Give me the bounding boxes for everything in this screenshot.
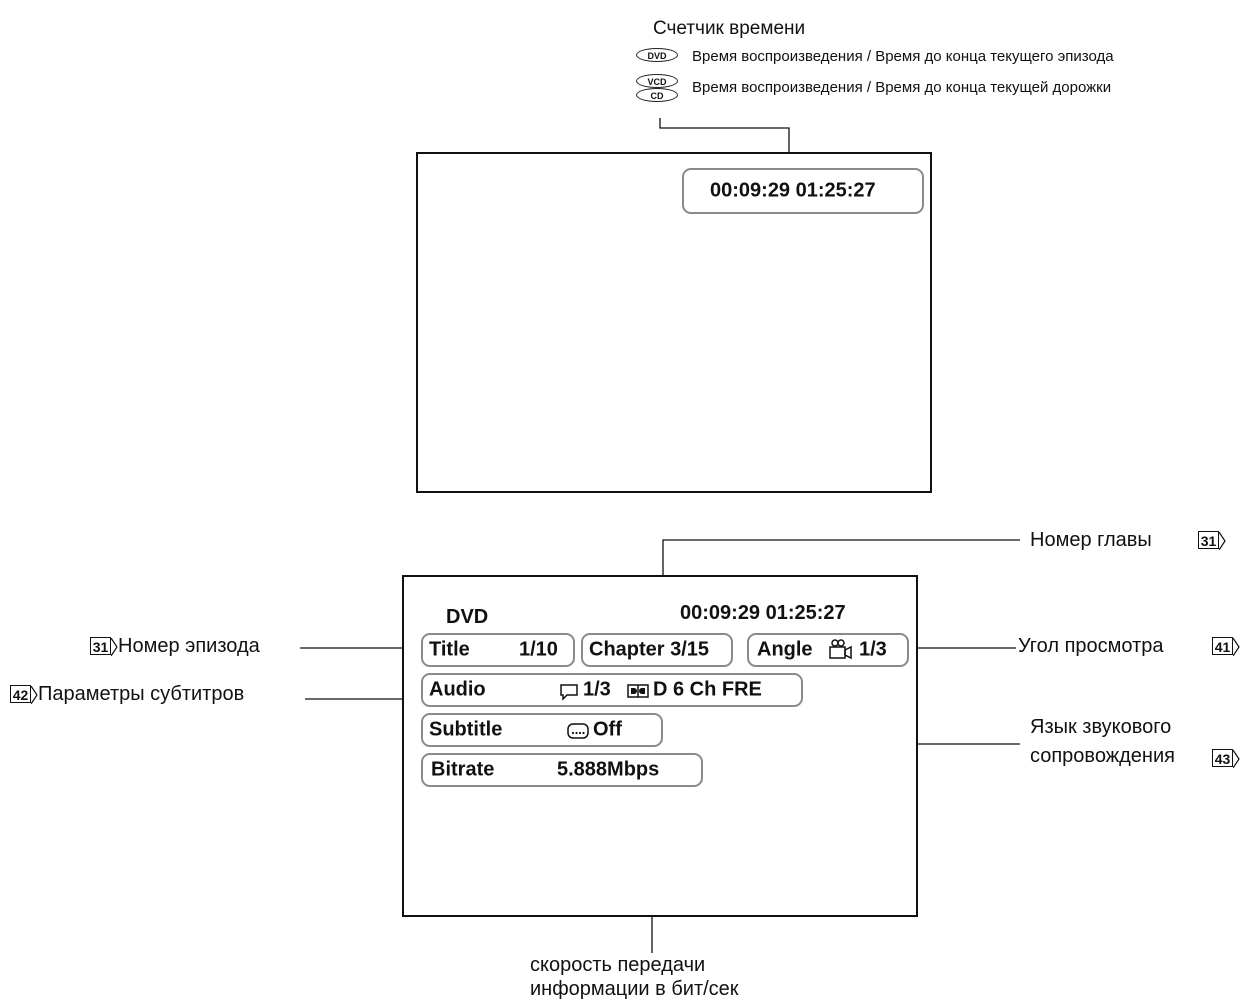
time-display-box: 00:09:29 01:25:27 [682, 168, 924, 214]
speech-bubble-icon [560, 684, 578, 701]
subtitle-callout-text: Параметры субтитров [38, 683, 245, 705]
angle-ref-number: 41 [1212, 637, 1233, 655]
chapter-callout-text: Номер главы [1030, 529, 1152, 551]
subtitle-ref-badge: 42 [10, 685, 38, 705]
subtitle-value: Off [593, 718, 622, 741]
audio-format: D 6 Ch FRE [653, 678, 762, 701]
disc-type-label: DVD [446, 606, 489, 628]
ref-arrow-icon [31, 686, 38, 704]
title-ref-number: 31 [90, 637, 111, 655]
angle-box: Angle 1/3 [747, 633, 909, 667]
dolby-digital-icon [627, 684, 649, 698]
chapter-callout: Номер главы [1030, 529, 1152, 552]
bitrate-value: 5.888Mbps [557, 758, 660, 781]
camera-angle-icon [829, 639, 852, 660]
chapter-label: Chapter 3/15 [589, 638, 710, 661]
audio-value: 1/3 [583, 678, 611, 701]
disc-dvd-icon: DVD [636, 48, 678, 62]
bitrate-box: Bitrate 5.888Mbps [421, 753, 703, 787]
vcd-cd-description: Время воспроизведения / Время до конца т… [692, 79, 1112, 96]
bitrate-callout-line2: информации в бит/сек [530, 978, 739, 1000]
chapter-ref-number: 31 [1198, 531, 1219, 549]
ref-arrow-icon [1233, 750, 1240, 768]
subtitle-label: Subtitle [429, 718, 503, 741]
bottom-time-display: 00:09:29 01:25:27 [680, 602, 846, 624]
bitrate-callout-line1: скорость передачи [530, 954, 706, 976]
subtitle-ref-number: 42 [10, 685, 31, 703]
chapter-ref-badge: 31 [1198, 531, 1226, 551]
audio-ref-badge: 43 [1212, 749, 1240, 769]
bitrate-label: Bitrate [431, 758, 495, 781]
chapter-box: Chapter 3/15 [581, 633, 733, 667]
audio-label: Audio [429, 678, 486, 701]
title-callout-text: Номер эпизода [118, 635, 260, 657]
disc-vcd-icon: VCD [636, 74, 678, 88]
time-counter-connector [659, 118, 790, 157]
ref-arrow-icon [1219, 532, 1226, 550]
audio-callout-line1: Язык звукового [1030, 716, 1172, 738]
audio-box: Audio 1/3 D 6 Ch FRE [421, 673, 803, 707]
title-value: 1/10 [519, 638, 558, 661]
dvd-description: Время воспроизведения / Время до конца т… [692, 48, 1114, 65]
time-counter-heading: Счетчик времени [653, 18, 806, 39]
ref-arrow-icon [111, 638, 118, 656]
subtitle-box: Subtitle Off [421, 713, 663, 747]
disc-cd-icon: CD [636, 88, 678, 102]
ref-arrow-icon [1233, 638, 1240, 656]
angle-ref-badge: 41 [1212, 637, 1240, 657]
time-display-text: 00:09:29 01:25:27 [710, 179, 876, 202]
title-ref-badge: 31 [90, 637, 118, 657]
angle-callout-text: Угол просмотра [1018, 635, 1164, 657]
subtitle-icon [567, 723, 589, 739]
title-box: Title 1/10 [421, 633, 575, 667]
title-label: Title [429, 638, 470, 661]
audio-ref-number: 43 [1212, 749, 1233, 767]
audio-callout-line2: сопровождения [1030, 745, 1175, 767]
angle-value: 1/3 [859, 638, 887, 661]
angle-label: Angle [757, 638, 813, 661]
bottom-tv-screen: DVD 00:09:29 01:25:27 Title 1/10 Chapter… [402, 575, 918, 917]
top-tv-screen: 00:09:29 01:25:27 [416, 152, 932, 493]
